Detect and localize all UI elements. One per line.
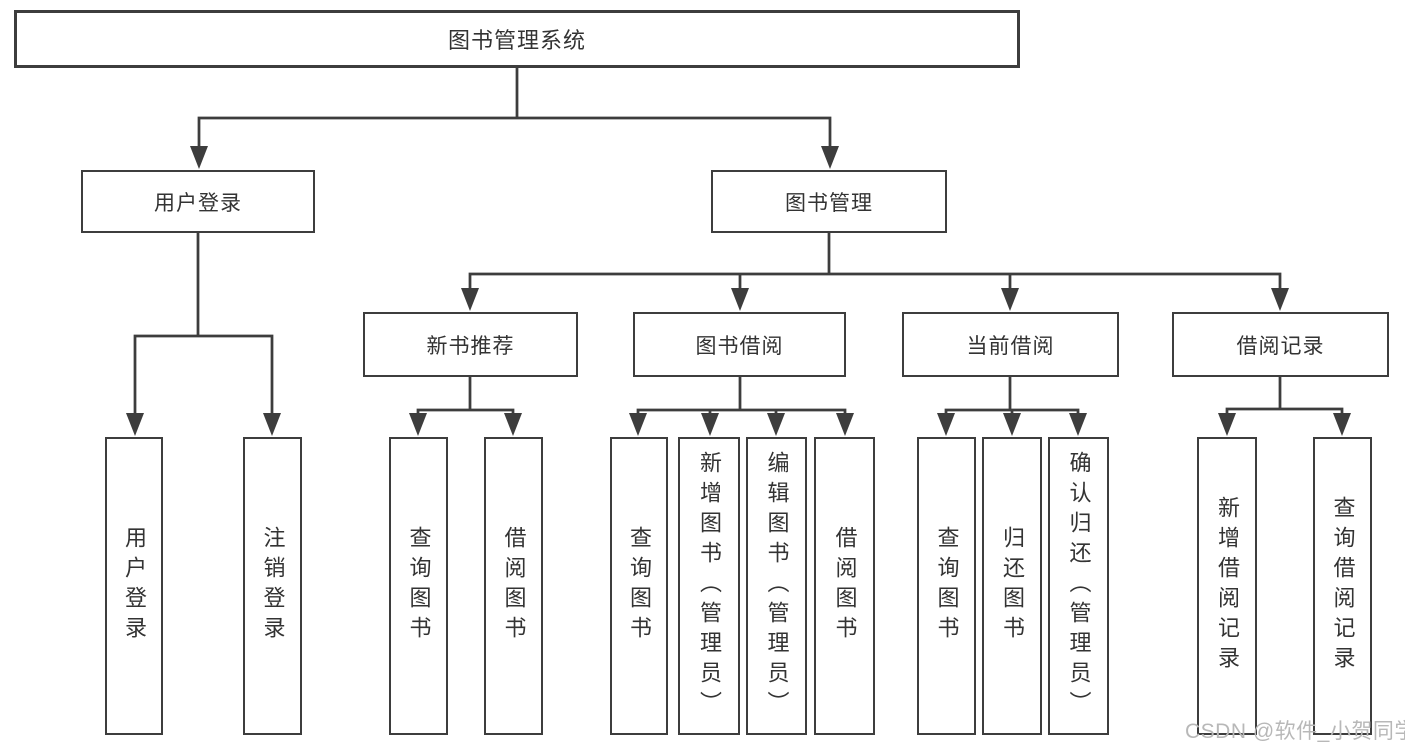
leaf-query-borrow-record: 查询借阅记录 [1313,437,1372,735]
arrow-down-icon [629,413,647,436]
leaf-query-books-current: 查询图书 [917,437,976,735]
node-label: 图书借阅 [695,334,784,358]
node-label: 用户登录 [154,191,242,215]
arrow-down-icon [937,413,955,436]
watermark: CSDN @软件_小贺同学 [1185,720,1405,743]
connector-borrow-records [1225,374,1344,416]
arrow-down-icon [701,413,719,436]
connector-user-login [133,230,274,416]
leaf-add-borrow-record: 新增借阅记录 [1197,437,1257,735]
connector-new-book-recommend [416,374,515,416]
arrow-down-icon [836,413,854,436]
arrow-down-icon [1001,288,1019,311]
connector-book-borrow [636,374,847,416]
leaf-add-book-admin: 新增图书（管理员） [678,437,740,735]
connector-root [197,66,832,150]
connector-current-borrow [944,374,1080,416]
leaf-query-books-borrow: 查询图书 [610,437,668,735]
node-current-borrow: 当前借阅 [902,312,1119,377]
node-borrow-records: 借阅记录 [1172,312,1389,377]
leaf-user-login: 用户登录 [105,437,163,735]
node-label: 新书推荐 [426,334,515,358]
node-book-borrow: 图书借阅 [633,312,846,377]
arrow-down-icon [263,413,281,436]
arrow-down-icon [731,288,749,311]
arrow-down-icon [1333,413,1351,436]
node-label: 当前借阅 [966,334,1055,358]
node-label: 借阅记录 [1236,334,1325,358]
leaf-query-books-recommend: 查询图书 [389,437,448,735]
connector-book-management [468,230,1282,291]
node-label: 借阅图书 [501,526,527,646]
node-label: 新增借阅记录 [1215,496,1240,676]
node-label: 查询借阅记录 [1330,496,1356,676]
node-label: 图书管理系统 [447,28,586,53]
node-user-login: 用户登录 [81,170,315,233]
node-label: 借阅图书 [832,526,858,646]
node-label: 注销登录 [260,526,286,646]
node-label: 编辑图书（管理员） [764,451,790,721]
leaf-logout: 注销登录 [243,437,302,735]
arrow-down-icon [409,413,427,436]
arrow-down-icon [190,146,208,169]
node-label: 查询图书 [934,526,960,646]
node-label: 新增图书（管理员） [697,451,722,721]
leaf-borrow-books-recommend: 借阅图书 [484,437,543,735]
leaf-edit-book-admin: 编辑图书（管理员） [746,437,807,735]
arrow-down-icon [821,146,839,169]
arrow-down-icon [461,288,479,311]
node-book-management: 图书管理 [711,170,947,233]
node-label: 用户登录 [122,526,147,646]
arrow-down-icon [1271,288,1289,311]
node-label: 查询图书 [627,526,652,646]
node-label: 确认归还（管理员） [1066,451,1092,721]
node-label: 查询图书 [406,526,432,646]
node-library-management-system: 图书管理系统 [14,10,1020,68]
leaf-confirm-return-admin: 确认归还（管理员） [1048,437,1109,735]
arrow-down-icon [1069,413,1087,436]
arrow-down-icon [126,413,144,436]
node-new-book-recommend: 新书推荐 [363,312,578,377]
node-label: 图书管理 [785,191,873,215]
arrow-down-icon [504,413,522,436]
arrow-down-icon [1003,413,1021,436]
arrow-down-icon [1218,413,1236,436]
node-label: 归还图书 [1000,526,1025,646]
leaf-borrow-books: 借阅图书 [814,437,875,735]
leaf-return-book: 归还图书 [982,437,1042,735]
arrow-down-icon [767,413,785,436]
